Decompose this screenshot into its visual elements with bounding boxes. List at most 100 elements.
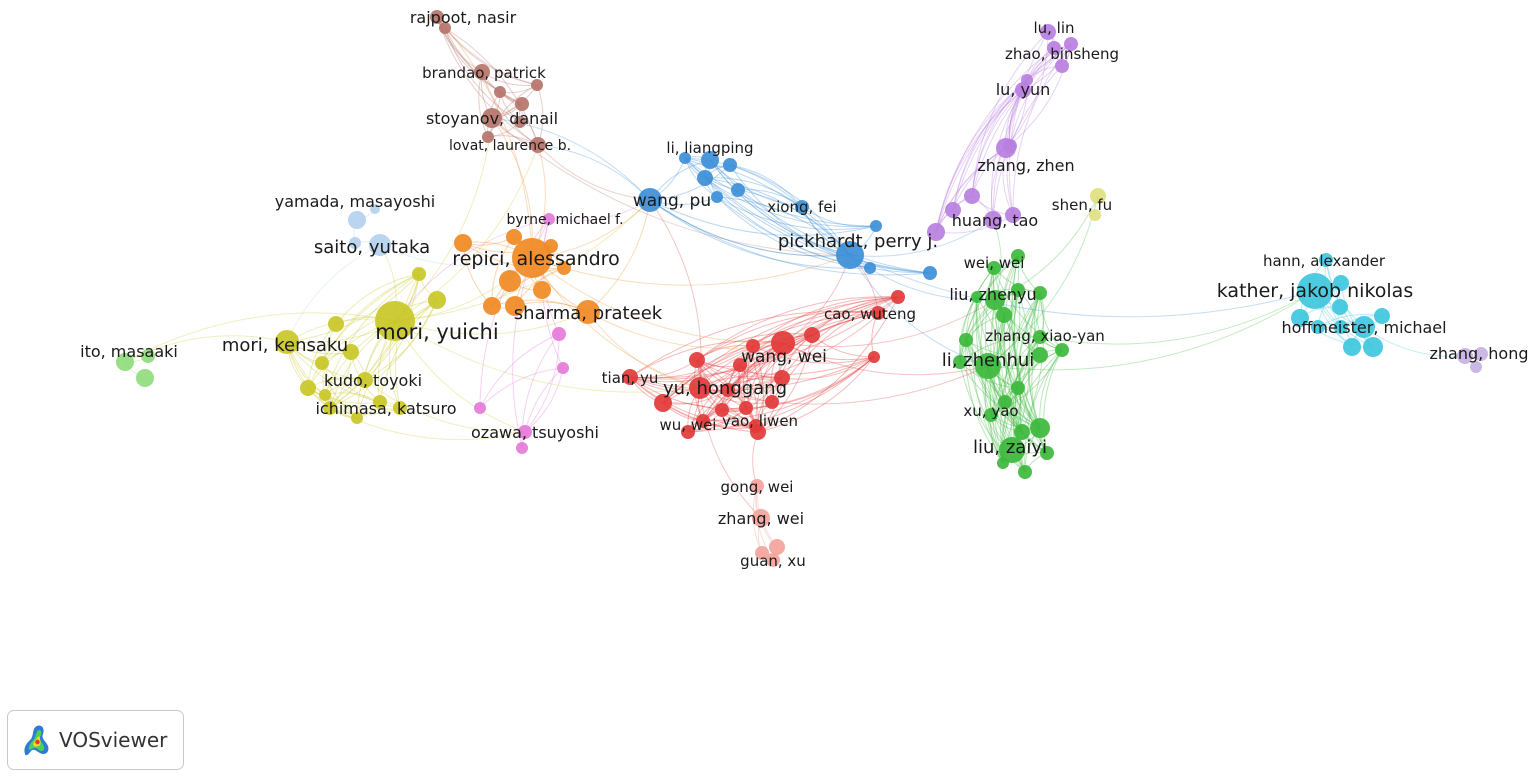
- author-node[interactable]: [679, 152, 691, 164]
- author-node[interactable]: [836, 241, 864, 269]
- author-node[interactable]: [515, 97, 529, 111]
- author-node[interactable]: [1457, 348, 1473, 364]
- author-node[interactable]: [984, 211, 1002, 229]
- author-node[interactable]: [654, 394, 672, 412]
- author-node[interactable]: [1334, 320, 1348, 334]
- author-node[interactable]: [357, 372, 373, 388]
- author-node[interactable]: [1090, 188, 1106, 204]
- author-node[interactable]: [373, 395, 387, 409]
- author-node[interactable]: [370, 204, 380, 214]
- author-node[interactable]: [1014, 424, 1030, 440]
- author-node[interactable]: [689, 377, 711, 399]
- author-node[interactable]: [871, 306, 885, 320]
- author-node[interactable]: [1474, 347, 1488, 361]
- author-node[interactable]: [1032, 347, 1048, 363]
- author-node[interactable]: [351, 412, 363, 424]
- author-node[interactable]: [474, 402, 486, 414]
- author-node[interactable]: [533, 281, 551, 299]
- author-node[interactable]: [864, 262, 876, 274]
- author-node[interactable]: [393, 401, 407, 415]
- author-node[interactable]: [275, 330, 299, 354]
- author-node[interactable]: [697, 170, 713, 186]
- author-node[interactable]: [349, 237, 361, 249]
- author-node[interactable]: [315, 356, 329, 370]
- author-node[interactable]: [514, 116, 526, 128]
- author-node[interactable]: [804, 327, 820, 343]
- author-node[interactable]: [1018, 465, 1032, 479]
- author-node[interactable]: [769, 539, 785, 555]
- author-node[interactable]: [323, 401, 337, 415]
- author-node[interactable]: [996, 138, 1016, 158]
- author-node[interactable]: [987, 261, 1001, 275]
- author-node[interactable]: [1319, 253, 1333, 267]
- author-node[interactable]: [576, 300, 600, 324]
- author-node[interactable]: [1363, 337, 1383, 357]
- author-node[interactable]: [557, 261, 571, 275]
- author-node[interactable]: [531, 79, 543, 91]
- author-node[interactable]: [328, 316, 344, 332]
- author-node[interactable]: [483, 297, 501, 315]
- author-node[interactable]: [1005, 207, 1021, 223]
- author-node[interactable]: [1011, 249, 1025, 263]
- author-node[interactable]: [953, 355, 967, 369]
- author-node[interactable]: [891, 290, 905, 304]
- author-node[interactable]: [474, 64, 490, 80]
- author-node[interactable]: [1055, 59, 1069, 73]
- author-node[interactable]: [750, 424, 766, 440]
- author-node[interactable]: [771, 331, 795, 355]
- author-node[interactable]: [136, 369, 154, 387]
- author-node[interactable]: [731, 183, 745, 197]
- author-node[interactable]: [300, 380, 316, 396]
- author-node[interactable]: [1343, 338, 1361, 356]
- author-node[interactable]: [971, 291, 983, 303]
- author-node[interactable]: [505, 296, 525, 316]
- author-node[interactable]: [557, 362, 569, 374]
- author-node[interactable]: [723, 158, 737, 172]
- author-node[interactable]: [499, 270, 521, 292]
- author-node[interactable]: [1030, 418, 1050, 438]
- author-node[interactable]: [1332, 299, 1348, 315]
- author-node[interactable]: [1011, 381, 1025, 395]
- author-node[interactable]: [1089, 209, 1101, 221]
- author-node[interactable]: [927, 223, 945, 241]
- author-node[interactable]: [430, 10, 444, 24]
- author-node[interactable]: [999, 437, 1025, 463]
- author-node[interactable]: [375, 301, 415, 341]
- author-node[interactable]: [689, 352, 705, 368]
- author-node[interactable]: [975, 353, 1001, 379]
- author-node[interactable]: [1015, 82, 1031, 98]
- author-node[interactable]: [1311, 320, 1325, 334]
- author-node[interactable]: [1033, 330, 1047, 344]
- author-node[interactable]: [512, 238, 552, 278]
- author-node[interactable]: [622, 369, 638, 385]
- author-node[interactable]: [348, 211, 366, 229]
- author-node[interactable]: [482, 131, 494, 143]
- author-node[interactable]: [996, 307, 1012, 323]
- author-node[interactable]: [755, 546, 769, 560]
- author-node[interactable]: [681, 425, 695, 439]
- author-node[interactable]: [1374, 308, 1390, 324]
- author-node[interactable]: [1047, 41, 1061, 55]
- author-node[interactable]: [964, 188, 980, 204]
- author-node[interactable]: [506, 229, 522, 245]
- author-node[interactable]: [766, 553, 780, 567]
- author-node[interactable]: [454, 234, 472, 252]
- author-node[interactable]: [1470, 361, 1482, 373]
- author-node[interactable]: [1064, 37, 1078, 51]
- author-node[interactable]: [482, 108, 502, 128]
- author-node[interactable]: [701, 151, 719, 169]
- author-node[interactable]: [1040, 446, 1054, 460]
- author-node[interactable]: [739, 401, 753, 415]
- author-node[interactable]: [870, 220, 882, 232]
- author-node[interactable]: [711, 191, 723, 203]
- author-node[interactable]: [369, 234, 391, 256]
- author-node[interactable]: [1040, 24, 1056, 40]
- author-node[interactable]: [141, 349, 155, 363]
- author-node[interactable]: [959, 333, 973, 347]
- author-node[interactable]: [1353, 316, 1375, 338]
- author-node[interactable]: [494, 86, 506, 98]
- author-node[interactable]: [715, 403, 729, 417]
- author-node[interactable]: [412, 267, 426, 281]
- author-node[interactable]: [774, 370, 790, 386]
- author-node[interactable]: [985, 290, 1005, 310]
